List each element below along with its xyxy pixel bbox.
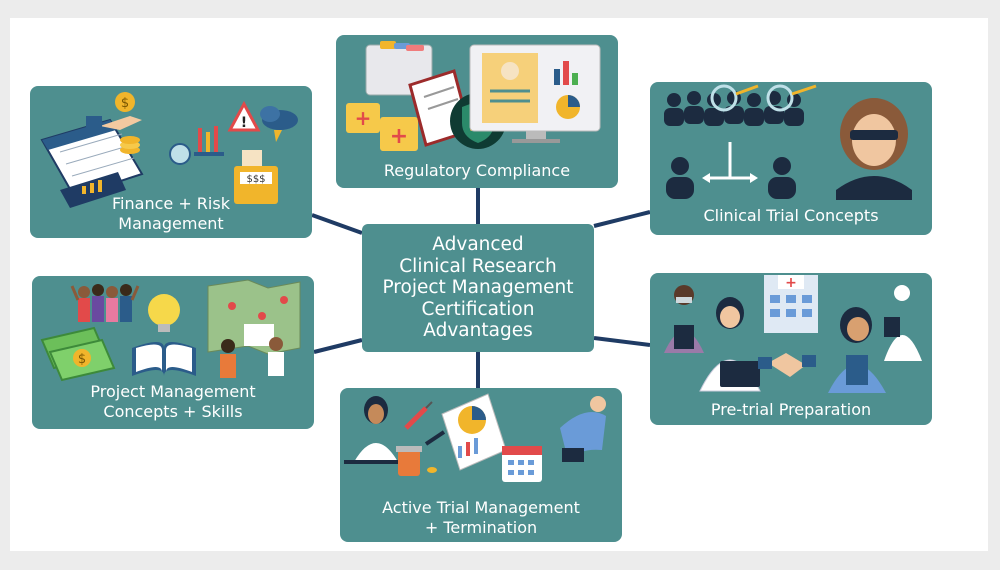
connector-clinical xyxy=(593,210,651,228)
active-label-line-2: + Termination xyxy=(424,518,538,537)
finance-illustration: $ ! $$$ xyxy=(40,92,298,208)
project-label-line-1: Project Management xyxy=(90,382,256,401)
project-label: Project Management Concepts + Skills xyxy=(32,382,314,422)
team-celebration-icon xyxy=(70,284,140,322)
magnifier-icon xyxy=(710,84,817,112)
clinical-illustration xyxy=(664,84,912,200)
coins-icon xyxy=(120,136,140,154)
node-finance-risk: $ ! $$$ Finance + Risk Management xyxy=(30,86,312,238)
center-line-1: Advanced xyxy=(432,234,524,256)
finance-label: Finance + Risk Management xyxy=(30,194,312,234)
split-arrows-icon xyxy=(702,142,758,183)
svg-text:$: $ xyxy=(78,352,86,367)
people-presentation-icon xyxy=(220,324,284,378)
node-project-management: $ Project Management Concepts + Skills xyxy=(32,276,314,429)
project-illustration: $ xyxy=(40,279,301,382)
connector-finance xyxy=(311,213,363,235)
connector-project xyxy=(313,338,363,354)
finance-label-line-1: Finance + Risk xyxy=(112,194,230,213)
svg-text:$$$: $$$ xyxy=(246,174,265,185)
node-clinical-trial-concepts: Clinical Trial Concepts xyxy=(650,82,932,235)
scientist-icon xyxy=(344,396,414,464)
monitor-report-icon xyxy=(469,44,601,143)
node-regulatory-compliance: + + Regulatory C xyxy=(336,35,618,188)
storm-cloud-icon xyxy=(260,106,298,142)
regulatory-label: Regulatory Compliance xyxy=(336,161,618,181)
clinical-label-line-1: Clinical Trial Concepts xyxy=(703,206,879,225)
syringe-icon xyxy=(404,401,433,430)
money-stack-icon: $ xyxy=(40,326,116,382)
hospital-icon: + xyxy=(764,275,818,333)
node-pretrial-preparation: + Pre-trial Preparation xyxy=(650,273,932,425)
hand-coin-icon: $ xyxy=(86,92,142,130)
sick-patient-icon xyxy=(560,396,606,462)
nurse-icon xyxy=(664,285,704,353)
connector-pretrial xyxy=(593,336,651,347)
pill-bottle-icon xyxy=(396,446,437,476)
lab-flask-icon xyxy=(169,126,224,165)
svg-text:+: + xyxy=(390,124,408,149)
calendar-icon xyxy=(502,446,542,482)
folder-plus-icon: + + xyxy=(346,103,418,151)
dollar-icon: $ xyxy=(121,96,129,111)
regulatory-illustration: + + xyxy=(346,41,601,151)
doctor-icon xyxy=(828,285,922,393)
center-title-box: Advanced Clinical Research Project Manag… xyxy=(362,224,594,352)
center-line-5: Advantages xyxy=(423,320,533,342)
laptop-woman-icon xyxy=(699,297,761,392)
center-line-3: Project Management xyxy=(382,277,574,299)
regulatory-label-line-1: Regulatory Compliance xyxy=(383,161,571,180)
center-line-2: Clinical Research xyxy=(399,255,557,277)
hospital-cross-icon: + xyxy=(785,275,797,291)
active-trial-illustration xyxy=(344,393,606,482)
svg-text:!: ! xyxy=(241,115,247,131)
node-active-trial: Active Trial Management + Termination xyxy=(340,388,622,542)
warning-icon: ! xyxy=(227,100,261,132)
finance-label-line-2: Management xyxy=(118,214,224,233)
project-label-line-2: Concepts + Skills xyxy=(103,402,243,421)
bar-chart-icon xyxy=(60,172,126,208)
clinical-label: Clinical Trial Concepts xyxy=(650,206,932,226)
handshake-icon xyxy=(758,353,816,377)
pretrial-label: Pre-trial Preparation xyxy=(650,400,932,420)
pretrial-illustration: + xyxy=(664,275,922,393)
svg-text:+: + xyxy=(355,106,372,130)
blindfolded-person-icon xyxy=(836,98,912,200)
person-icon xyxy=(666,157,796,199)
active-label: Active Trial Management + Termination xyxy=(340,498,622,538)
cash-register-icon: $$$ xyxy=(234,150,278,204)
active-label-line-1: Active Trial Management xyxy=(382,498,580,517)
map-planning-icon xyxy=(207,279,301,355)
report-magnifier-icon xyxy=(424,393,507,471)
lightbulb-book-icon xyxy=(132,294,196,376)
center-line-4: Certification xyxy=(421,298,535,320)
pretrial-label-line-1: Pre-trial Preparation xyxy=(710,400,872,419)
